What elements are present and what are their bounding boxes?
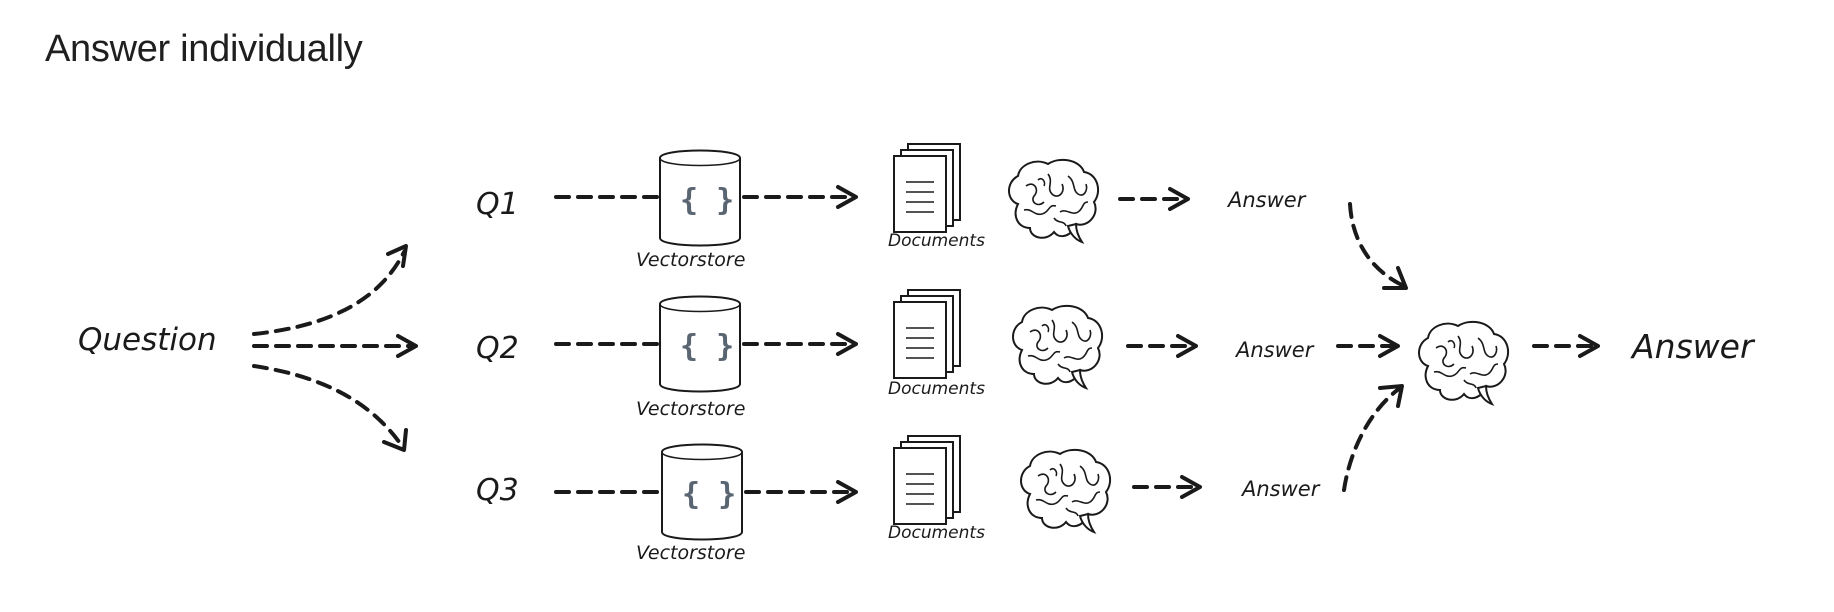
page-title: Answer individually [45, 28, 363, 70]
brain-icon [1418, 320, 1510, 405]
fan-out-arrow-middle [252, 334, 418, 358]
vectorstore-label: Vectorstore [636, 249, 745, 271]
answer-label-3: Answer [1240, 477, 1321, 501]
pipeline-row-1: Q1 { } Vectorstore Documents Answer [476, 143, 1307, 271]
database-icon: { } [659, 295, 741, 393]
fan-out-arrow-down [252, 364, 408, 452]
documents-label: Documents [888, 379, 985, 399]
brain-icon [1008, 158, 1100, 243]
query-label-q3: Q3 [476, 473, 519, 508]
fan-out-arrow-up [252, 244, 408, 336]
database-icon: { } [661, 443, 743, 541]
arrow-store-to-docs [742, 185, 858, 209]
brain-icon [1012, 304, 1104, 389]
converge-arrow-middle [1336, 334, 1400, 358]
documents-icon [893, 289, 961, 379]
documents-icon [893, 143, 961, 233]
question-label: Question [78, 322, 217, 358]
svg-text:{ }: { } [680, 329, 734, 364]
answer-label-2: Answer [1234, 338, 1315, 362]
arrow-store-to-docs [742, 332, 858, 356]
arrow-to-final-answer [1532, 334, 1600, 358]
svg-text:{ }: { } [680, 183, 734, 218]
query-label-q2: Q2 [476, 331, 519, 366]
arrow-llm-to-answer [1132, 475, 1202, 499]
documents-label: Documents [888, 523, 985, 543]
pipeline-row-2: Q2 { } Vectorstore Documents Answer [476, 289, 1315, 420]
arrow-store-to-docs [744, 480, 858, 504]
svg-text:{ }: { } [682, 477, 736, 512]
converge-arrow-bottom [1342, 384, 1404, 492]
answer-label-1: Answer [1226, 188, 1307, 212]
arrow-llm-to-answer [1126, 334, 1198, 358]
query-label-q1: Q1 [476, 187, 519, 222]
pipeline-row-3: Q3 { } Vectorstore Documents Answer [476, 435, 1321, 564]
final-answer-label: Answer [1630, 327, 1756, 366]
arrow-llm-to-answer [1118, 187, 1190, 211]
documents-icon [893, 435, 961, 525]
brain-icon [1020, 448, 1112, 533]
vectorstore-label: Vectorstore [636, 398, 745, 420]
vectorstore-label: Vectorstore [636, 542, 745, 564]
documents-label: Documents [888, 231, 985, 251]
database-icon: { } [659, 149, 741, 247]
converge-arrow-top [1348, 202, 1408, 290]
